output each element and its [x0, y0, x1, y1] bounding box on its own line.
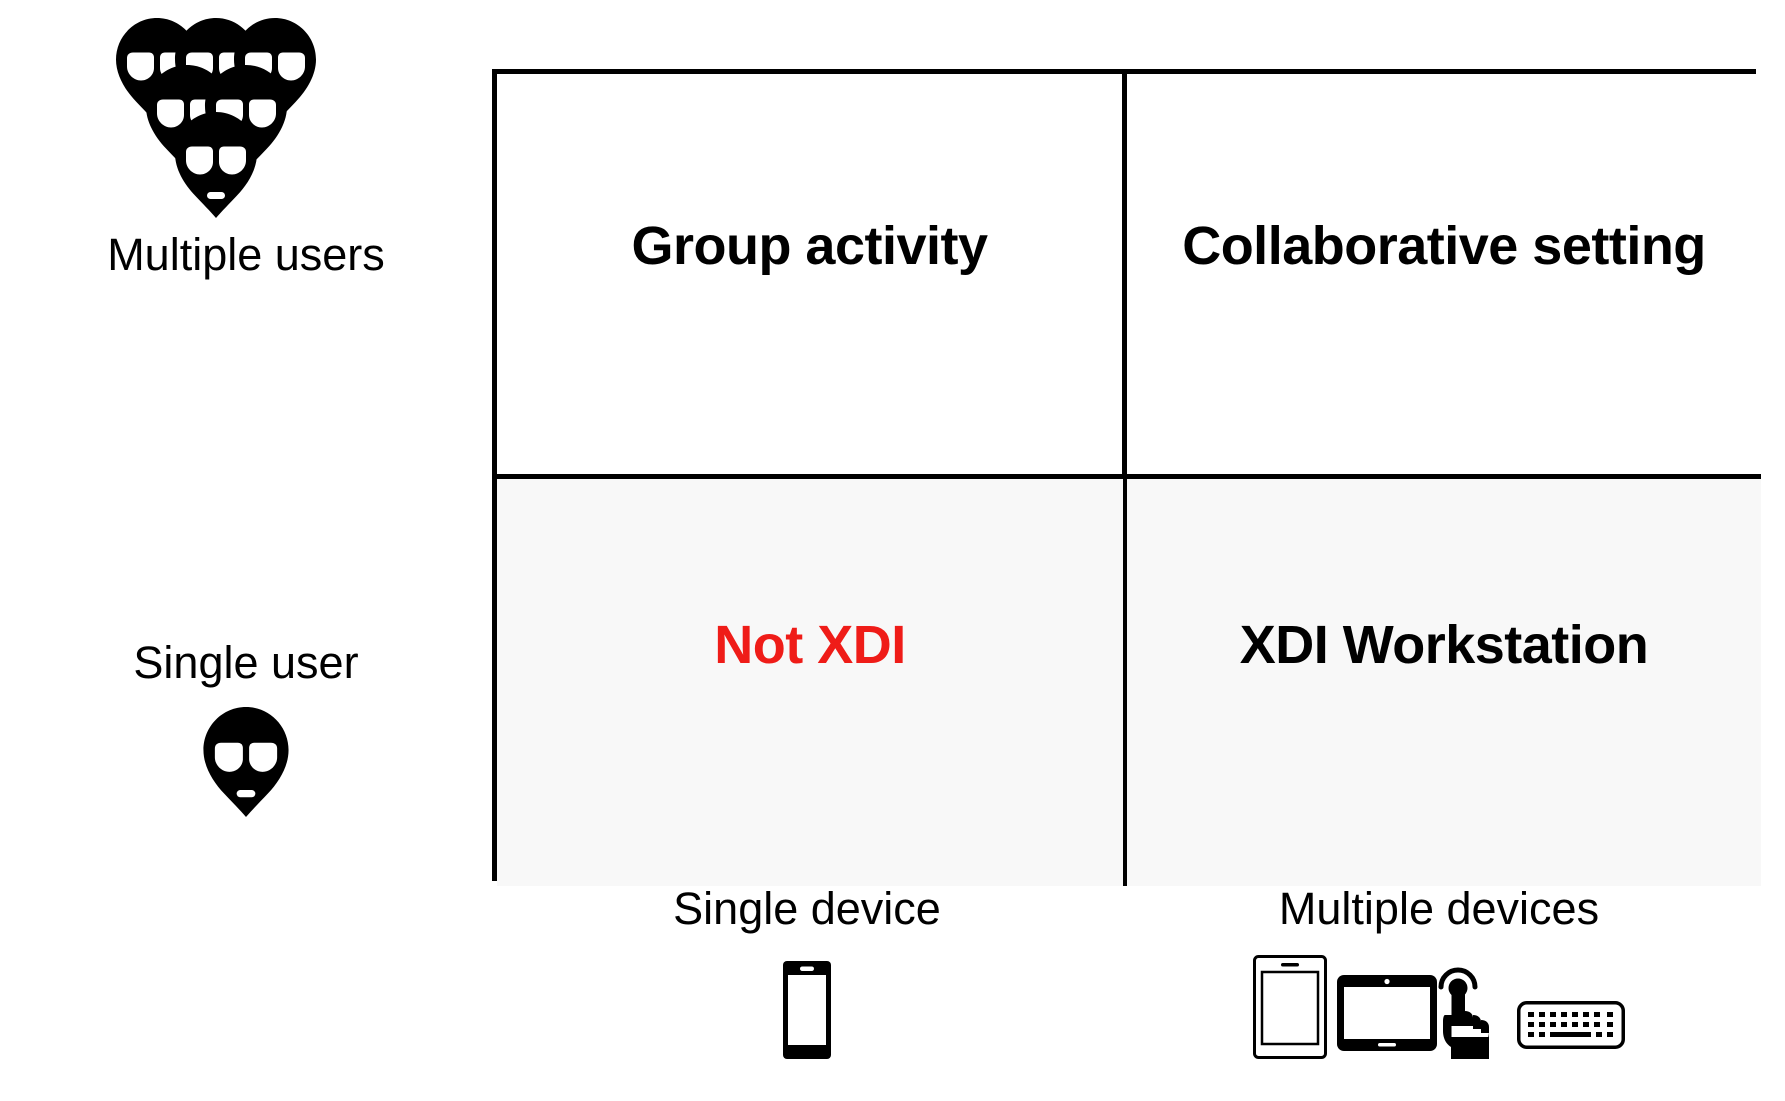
- matrix-cell-label: Collaborative setting: [1182, 216, 1706, 276]
- phone-icon: [783, 961, 831, 1059]
- row-axis: Multiple users Single user: [0, 0, 492, 1101]
- single-device-icon-row: [783, 949, 831, 1059]
- column-axis-label-single-device: Single device: [673, 883, 941, 934]
- matrix-cell-label: Not XDI: [714, 614, 906, 675]
- matrix-cell-group-activity[interactable]: Group activity: [497, 74, 1127, 479]
- keyboard-icon: [1503, 1001, 1625, 1059]
- row-axis-label-single-user: Single user: [133, 637, 359, 688]
- matrix-cell-collaborative-setting[interactable]: Collaborative setting: [1127, 74, 1761, 479]
- design-space-matrix: Group activity Collaborative setting Not…: [492, 69, 1761, 886]
- touch-hand-icon: [1438, 963, 1493, 1059]
- matrix-cell-xdi-workstation[interactable]: XDI Workstation: [1127, 479, 1761, 886]
- row-axis-label-multiple-users: Multiple users: [107, 229, 385, 280]
- multiple-devices-icon-row: [1253, 949, 1625, 1059]
- matrix-cell-label: XDI Workstation: [1239, 614, 1649, 675]
- column-axis-label-multiple-devices: Multiple devices: [1278, 883, 1600, 934]
- column-axis-item-multiple-devices: Multiple devices: [1122, 886, 1756, 1059]
- tablet-portrait-icon: [1253, 955, 1327, 1059]
- matrix-cell-not-xdi[interactable]: Not XDI: [497, 479, 1127, 886]
- multiple-users-icon: [116, 18, 376, 218]
- matrix-cell-label: Group activity: [631, 216, 988, 276]
- column-axis-item-single-device: Single device: [492, 886, 1122, 1059]
- single-user-icon: [200, 707, 292, 817]
- row-axis-item-single-user: Single user: [0, 640, 492, 817]
- tablet-landscape-icon: [1337, 975, 1437, 1059]
- row-axis-item-multiple-users: Multiple users: [0, 18, 492, 277]
- column-axis: Single device Multiple devices: [492, 884, 1756, 1101]
